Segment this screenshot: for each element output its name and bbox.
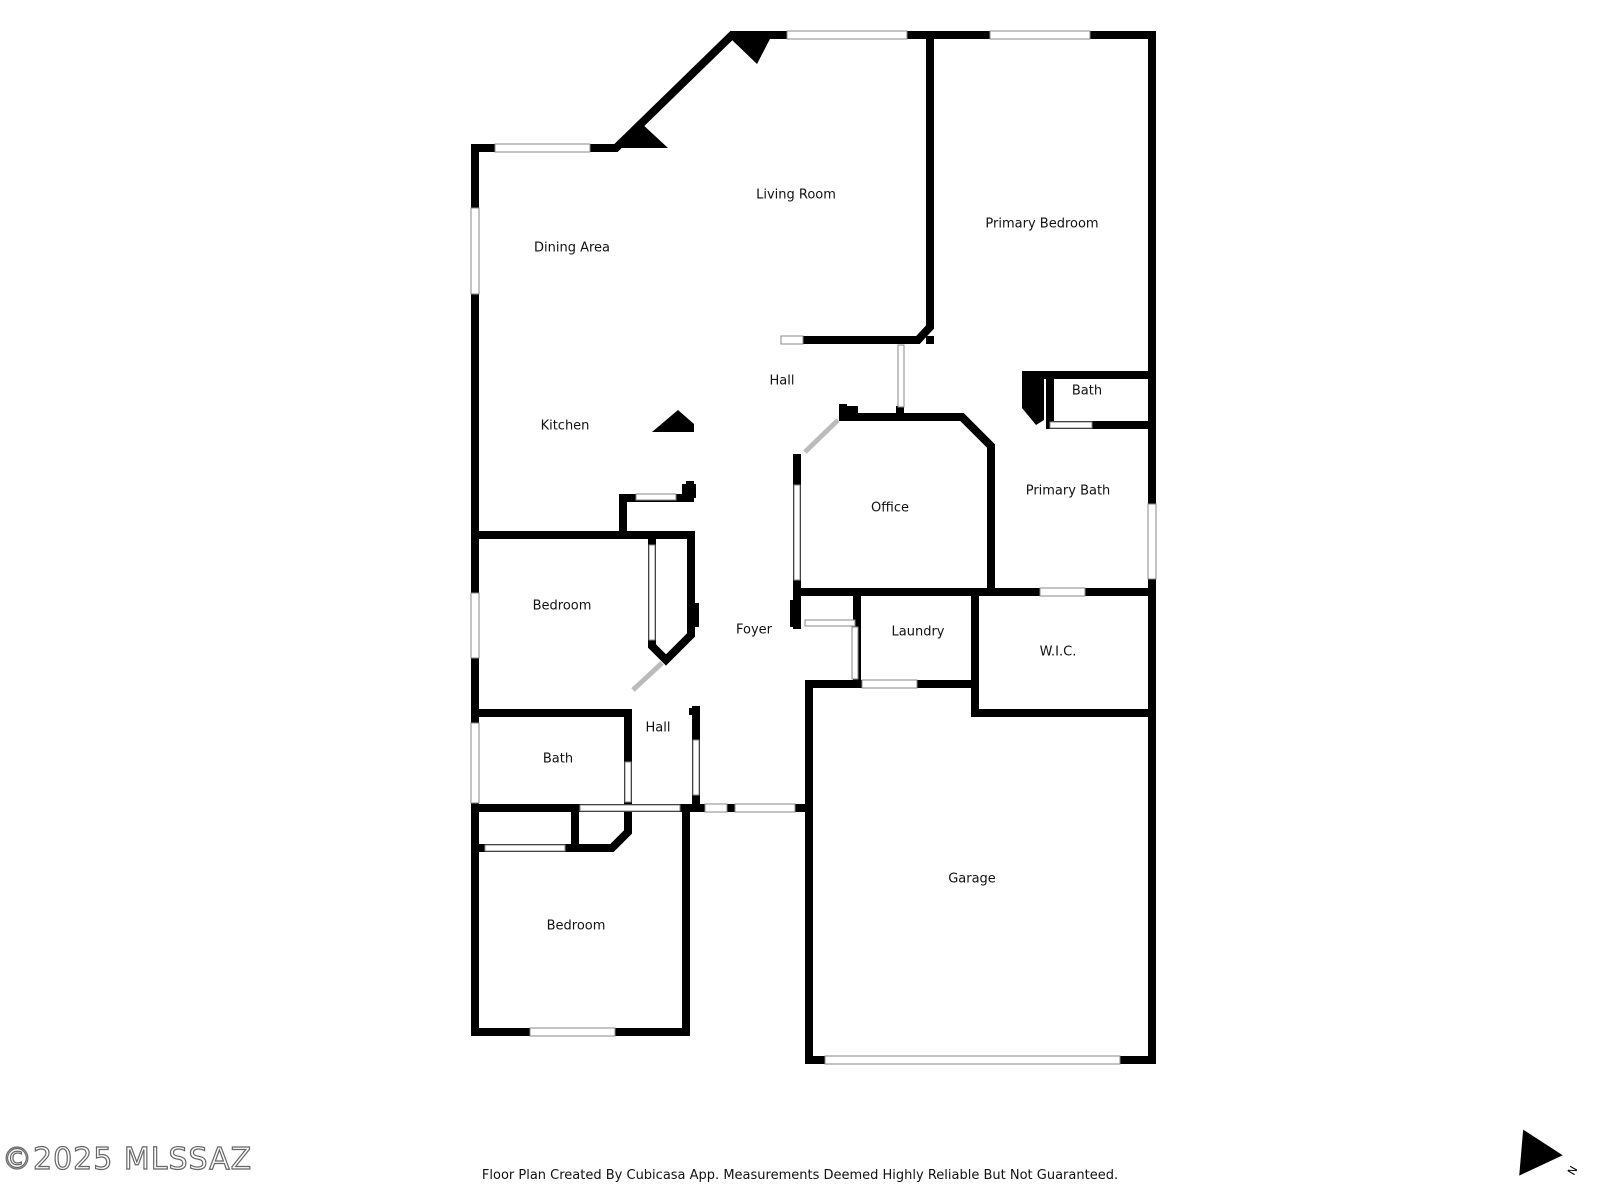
room-label-kitchen: Kitchen: [541, 419, 590, 434]
room-label-hall-lower: Hall: [646, 721, 671, 736]
room-label-bedroom-lower: Bedroom: [547, 919, 606, 934]
north-label: N: [1565, 1164, 1580, 1178]
room-label-primary-bath-small: Bath: [1072, 384, 1102, 399]
room-label-primary-bath: Primary Bath: [1026, 484, 1111, 499]
room-label-living-room: Living Room: [756, 188, 836, 203]
room-label-primary-bedroom: Primary Bedroom: [985, 217, 1098, 232]
mls-watermark: ©2025 MLSSAZ: [1, 1141, 253, 1177]
disclaimer-text: Floor Plan Created By Cubicasa App. Meas…: [481, 1168, 1119, 1183]
room-label-garage: Garage: [948, 872, 996, 887]
room-label-foyer: Foyer: [736, 623, 773, 638]
room-label-wic: W.I.C.: [1040, 645, 1077, 660]
solid-fills: [616, 35, 1044, 715]
room-labels: Living Room Dining Area Primary Bedroom …: [533, 188, 1111, 934]
room-label-dining-area: Dining Area: [534, 241, 610, 256]
room-label-bath: Bath: [543, 752, 573, 767]
room-label-bedroom-upper: Bedroom: [533, 599, 592, 614]
north-arrow-icon: N: [1519, 1129, 1580, 1178]
windows: [470, 30, 1157, 1065]
room-label-office: Office: [871, 501, 909, 516]
room-label-hall-top: Hall: [770, 374, 795, 389]
room-label-laundry: Laundry: [892, 625, 945, 640]
